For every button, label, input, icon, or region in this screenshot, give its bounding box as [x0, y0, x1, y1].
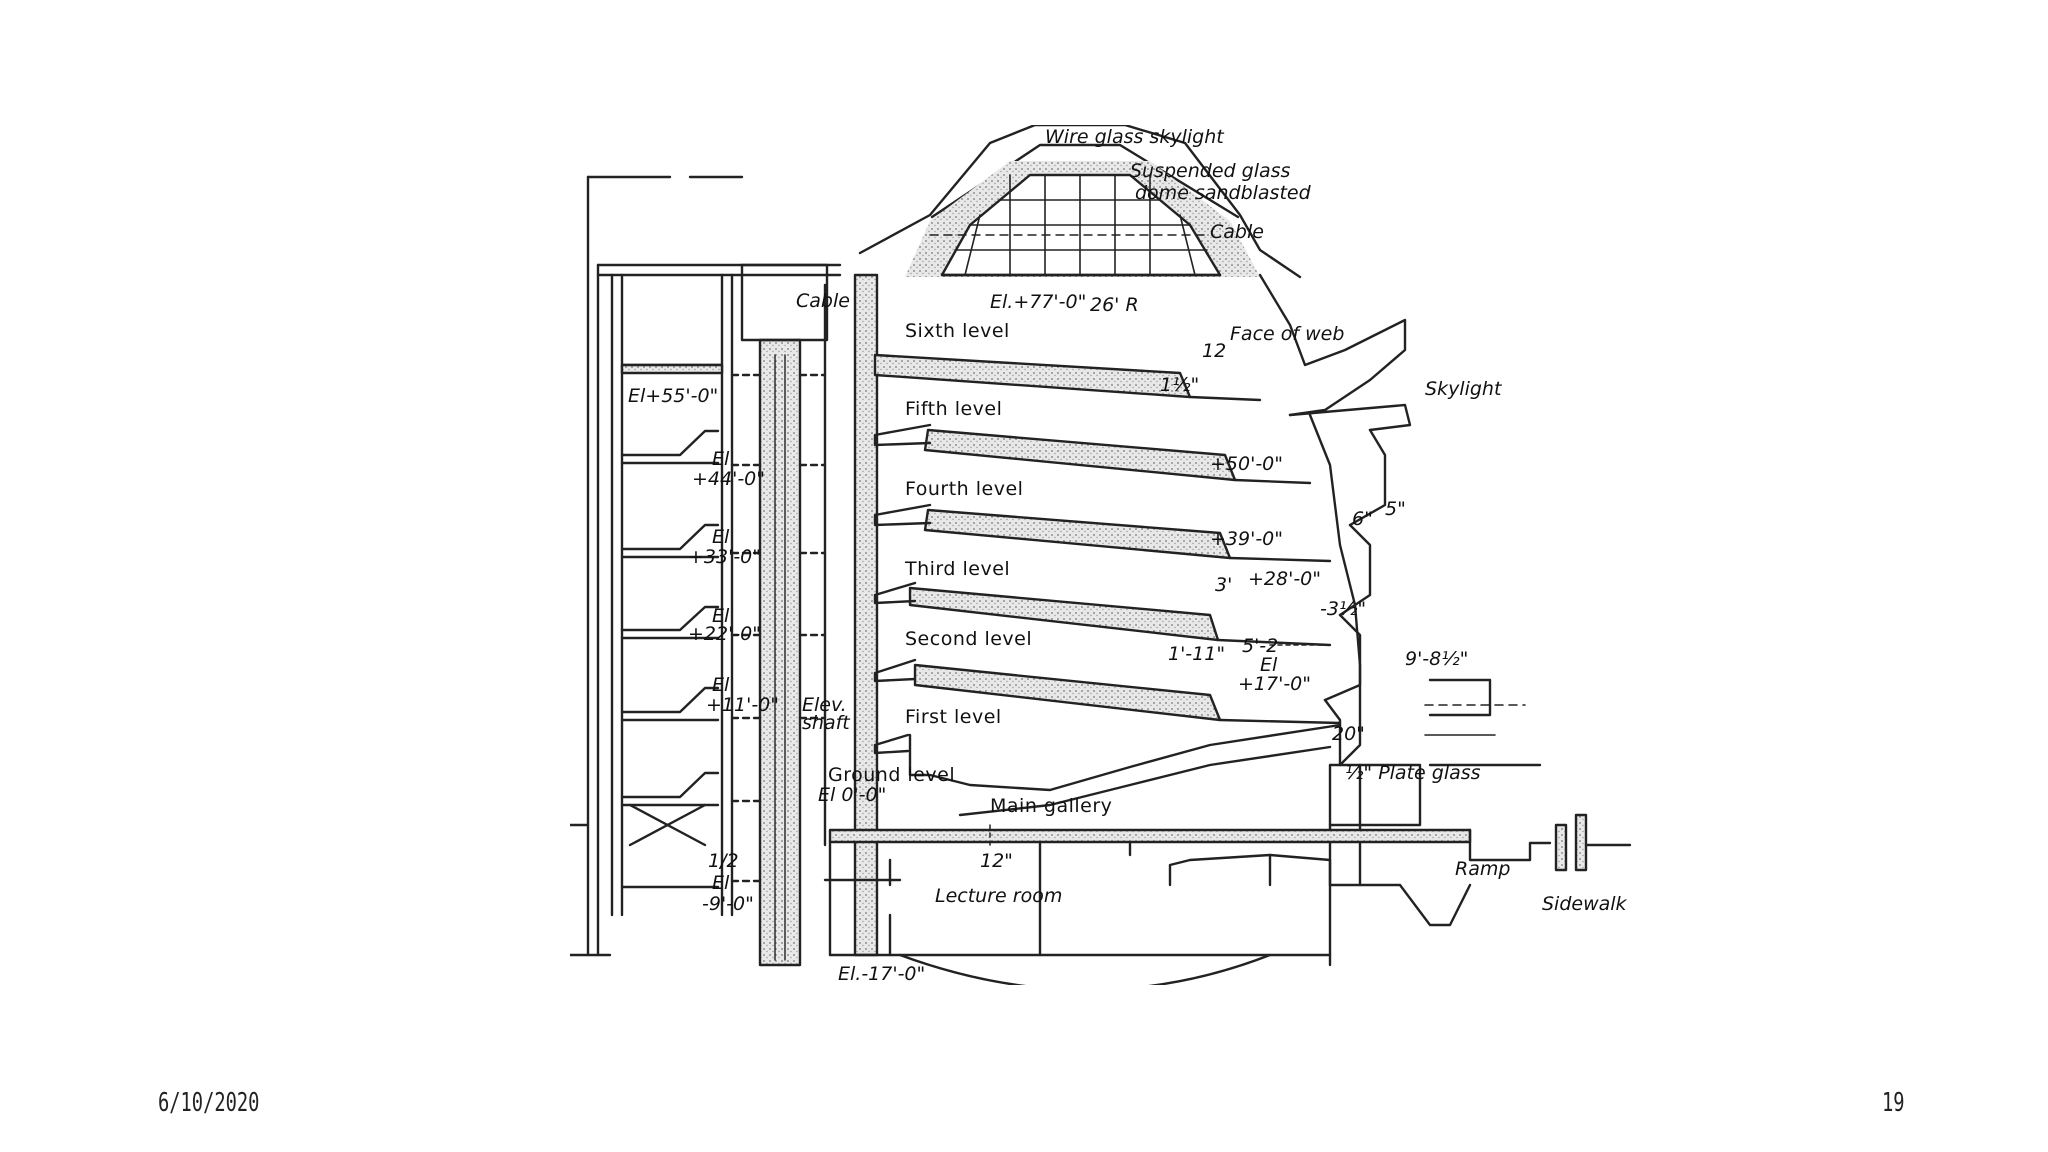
level-1-label: First level: [905, 706, 1002, 728]
face-of-web-label: Face of web: [1230, 323, 1344, 345]
level-6-label: Sixth level: [905, 320, 1010, 342]
ramp-slabs[interactable]: [873, 353, 1342, 755]
slide-date: 6/10/2020: [158, 1088, 260, 1118]
el-33-label-b: +33'-0": [688, 546, 761, 568]
wire-glass-skylight-label: Wire glass skylight: [1045, 126, 1225, 148]
elev-shaft-label-b: shaft: [802, 712, 851, 734]
el-0-label: El 0'-0": [818, 784, 886, 806]
el-11-label-b: +11'-0": [706, 694, 779, 716]
level-3-label: Third level: [904, 558, 1010, 580]
el-44-label-b: +44'-0": [692, 468, 765, 490]
level-5-label: Fifth level: [905, 398, 1002, 420]
plus-28-label: +28'-0": [1248, 568, 1321, 590]
slide-page-number: 19: [1882, 1088, 1905, 1118]
el-17-label-a: El: [1260, 654, 1278, 676]
half-label: 1/2: [708, 850, 739, 872]
radius-26-label: 26' R: [1090, 294, 1139, 316]
central-core: [823, 273, 879, 957]
twelve-in-label: 12": [980, 850, 1013, 872]
sidewalk-label: Sidewalk: [1542, 893, 1628, 915]
el-77-label: El.+77'-0": [990, 291, 1086, 313]
annotations: Wire glass skylight Suspended glass dome…: [628, 126, 1628, 985]
el-minus-17-label: El.-17'-0": [838, 963, 925, 985]
twelve-label: 12: [1202, 340, 1226, 362]
one-half-label: 1½": [1160, 374, 1199, 396]
plus-39-label: +39'-0": [1210, 528, 1283, 550]
ramp-label: Ramp: [1455, 858, 1510, 880]
el-minus-9-label-a: El: [712, 872, 730, 894]
level-4-label: Fourth level: [905, 478, 1023, 500]
annex-building: [570, 175, 842, 957]
outer-wall: [1258, 273, 1422, 887]
dimension-lines: [989, 644, 1526, 846]
five-two-label: 5'-2: [1242, 635, 1278, 657]
sidewalk-ramp: [1428, 678, 1632, 872]
twenty-in-label: 20": [1332, 723, 1365, 745]
el-22-label-a: El: [712, 605, 730, 627]
el-17-label-b: +17'-0": [1238, 673, 1311, 695]
main-gallery-label: Main gallery: [990, 795, 1112, 817]
skylight-dome: [858, 125, 1302, 279]
elevator-shaft: [730, 263, 829, 967]
skylight-label: Skylight: [1425, 378, 1503, 400]
one-eleven-label: 1'-11": [1168, 643, 1225, 665]
el-55-label: El+55'-0": [628, 385, 718, 407]
guggenheim-section-drawing: Sixth level Fifth level Fourth level Thi…: [570, 125, 1640, 985]
nine-eight-label: 9'-8½": [1405, 648, 1468, 670]
lecture-room-label: Lecture room: [935, 885, 1062, 907]
ground-level-label: Ground level: [828, 764, 955, 786]
level-2-label: Second level: [905, 628, 1032, 650]
three-ft-label: 3': [1215, 574, 1232, 596]
el-minus-9-label-b: -9'-0": [702, 893, 754, 915]
plus-50-label: +50'-0": [1210, 453, 1283, 475]
elev-shaft-label-a: Elev.: [802, 694, 847, 716]
el-33-label-a: El: [712, 526, 730, 548]
el-11-label-a: El: [712, 674, 730, 696]
suspended-glass-label: Suspended glass: [1130, 160, 1291, 182]
level-labels: Sixth level Fifth level Fourth level Thi…: [828, 320, 1112, 907]
cable-left-label: Cable: [796, 290, 850, 312]
six-in-label: 6": [1352, 508, 1373, 530]
cable-right-label: Cable: [1210, 221, 1264, 243]
plate-glass-label: ½" Plate glass: [1345, 762, 1481, 784]
el-22-label-b: +22'-0": [688, 623, 761, 645]
section-drawing-svg: Sixth level Fifth level Fourth level Thi…: [570, 125, 1632, 985]
three-half-label: -3½": [1320, 598, 1366, 620]
five-in-label: 5": [1385, 498, 1406, 520]
dome-sandblasted-label: dome sandblasted: [1135, 182, 1312, 204]
el-44-label-a: El: [712, 448, 730, 470]
